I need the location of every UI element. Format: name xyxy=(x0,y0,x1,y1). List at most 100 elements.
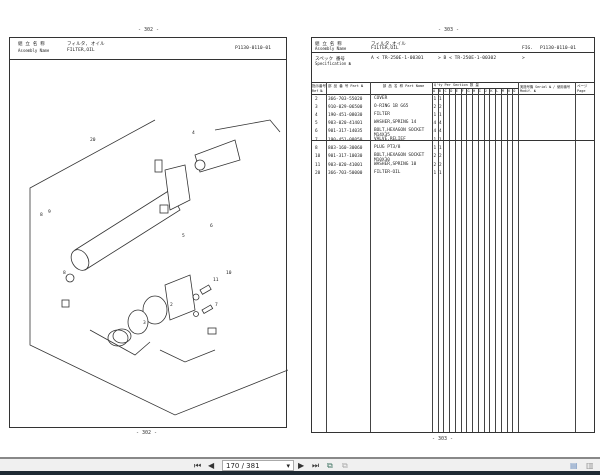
qty-col-C: C xyxy=(444,89,447,93)
qty-col-E: E xyxy=(455,89,459,93)
callout-2: 2 xyxy=(170,303,173,308)
ref-number: 10 xyxy=(315,154,321,159)
dropdown-icon[interactable]: ▾ xyxy=(286,462,290,470)
qty-col-F: F xyxy=(461,89,464,93)
table-row: 4 190-451-08030 FILTER 1 1 xyxy=(311,111,594,121)
callout-6: 6 xyxy=(210,224,213,229)
qty-col-A: A xyxy=(433,89,436,93)
assembly-name-jp: フィルタ,オイル xyxy=(371,42,406,47)
ref-number: 20 xyxy=(315,171,321,176)
page-number-value: 170 / 381 xyxy=(226,462,260,470)
part-name: FILTER-OIL xyxy=(374,170,401,175)
part-name: PLUG PT3/8 xyxy=(374,145,401,150)
qty-col-O: O xyxy=(513,89,516,93)
fig-label: FIG. xyxy=(522,46,534,51)
qty-col-L: L xyxy=(496,89,499,93)
qty-col-I: I xyxy=(478,89,481,93)
part-name: COVER xyxy=(374,96,388,101)
part-name: O-RING 1B G65 xyxy=(374,104,409,109)
last-page-icon[interactable]: ⏭ xyxy=(312,461,320,470)
table-row: 6 901-317-14035 BOLT,HEXAGON SOCKET M14X… xyxy=(311,127,594,137)
qty-a: 1 xyxy=(433,146,437,151)
qty-b: 1 xyxy=(439,97,442,102)
assembly-name: FILTER,OIL xyxy=(67,48,95,53)
qty-col-B: B xyxy=(438,89,441,93)
callout-11: 11 xyxy=(213,278,219,283)
callout-7: 7 xyxy=(215,303,218,308)
callout-3: 3 xyxy=(143,321,146,326)
qty-a: 4 xyxy=(433,121,437,126)
left-page: 組 立 名 称 Assembly Name フィルタ, オイル FILTER,O… xyxy=(9,37,288,428)
qty-a: 2 xyxy=(433,105,437,110)
callout-5: 5 xyxy=(182,234,185,239)
page-number-bottom-right: - 303 - xyxy=(432,436,454,442)
part-number: 901-317-14035 xyxy=(328,129,363,134)
qty-a: 1 xyxy=(433,171,437,176)
part-number: 903-020-41001 xyxy=(328,163,363,168)
table-row: 5 903-020-41401 WASHER,SPRING 14 4 4 xyxy=(311,119,594,129)
page-number-top-right: - 303 - xyxy=(438,27,460,33)
single-page-view-icon[interactable]: ▤ xyxy=(570,461,578,470)
assembly-name: FILTER,OIL xyxy=(371,46,399,51)
table-row: 10 901-317-10030 BOLT,HEXAGON SOCKET M10… xyxy=(311,152,594,162)
part-number: 803-160-30060 xyxy=(328,146,363,151)
ref-number: 11 xyxy=(315,163,321,168)
part-number: 903-020-41401 xyxy=(328,121,363,126)
next-page-icon[interactable]: ▶ xyxy=(298,461,305,470)
part-name: BOLT,HEXAGON SOCKET M10X30 xyxy=(374,153,425,163)
page-number-input[interactable]: 170 / 381 ▾ xyxy=(222,460,294,471)
spec-label-jp: スペック 番号 xyxy=(315,57,346,62)
qty-a: 2 xyxy=(433,163,437,168)
part-name: VALVE,RELIEF xyxy=(374,137,406,142)
table-row: 3 910-029-06500 O-RING 1B G65 2 2 xyxy=(311,103,594,113)
first-page-icon[interactable]: ⏮ xyxy=(194,461,202,470)
callout-20: 20 xyxy=(90,138,96,143)
qty-col-D: D xyxy=(450,89,453,93)
qty-b: 4 xyxy=(439,129,442,134)
table-row: 8 803-160-30060 PLUG PT3/8 1 1 xyxy=(311,144,594,154)
qty-col-J: J xyxy=(484,89,487,93)
qty-b: 4 xyxy=(439,121,442,126)
figure-number: P1130-0110-01 xyxy=(540,46,576,51)
qty-b: 2 xyxy=(439,154,442,159)
qty-col-G: G xyxy=(467,89,470,93)
part-number: 366-703-55020 xyxy=(328,97,363,102)
qty-b: 1 xyxy=(439,146,442,151)
assembly-label-jp: 組 立 名 称 xyxy=(18,42,45,47)
ref-number: 5 xyxy=(315,121,318,126)
header-part-name: 部 品 名 称 Part Name xyxy=(382,84,425,88)
two-page-view-icon[interactable]: ▥ xyxy=(586,461,594,470)
prev-page-icon[interactable]: ◀ xyxy=(208,461,215,470)
spec-b: > B < TR-250E-1-00302 xyxy=(438,56,497,61)
ref-number: 6 xyxy=(315,129,318,134)
copy-icon[interactable]: ⧉ xyxy=(327,461,333,470)
part-number: 901-317-10030 xyxy=(328,154,363,159)
qty-a: 1 xyxy=(433,113,437,118)
ref-number: 3 xyxy=(315,105,318,110)
spec-end: > xyxy=(522,56,525,61)
part-name: BOLT,HEXAGON SOCKET M14X35 xyxy=(374,128,425,138)
spec-label-en: Specification № xyxy=(315,61,352,66)
assembly-label-en: Assembly Name xyxy=(18,48,50,53)
exploded-parts-diagram xyxy=(29,119,288,416)
qty-a: 1 xyxy=(433,97,437,102)
qty-col-N: N xyxy=(507,89,510,93)
paste-icon[interactable]: ⧉ xyxy=(342,461,348,470)
page-number-bottom: - 302 - xyxy=(136,430,158,436)
part-name: FILTER xyxy=(374,112,390,117)
qty-b: 1 xyxy=(439,171,442,176)
part-number: 190-451-08030 xyxy=(328,113,363,118)
ref-number: 2 xyxy=(315,97,318,102)
qty-col-H: H xyxy=(473,89,476,93)
pdf-navigation-toolbar: ⏮ ◀ 170 / 381 ▾ ▶ ⏭ ⧉ ⧉ ▤ ▥ xyxy=(0,457,600,471)
parts-table: 指示番号 Ref № 部 品 番 号 Part № 部 品 名 称 Part N… xyxy=(311,82,594,432)
callout-4: 4 xyxy=(192,131,195,136)
figure-number: P1130-0110-01 xyxy=(235,46,271,51)
header-page: ページ Page xyxy=(577,84,588,93)
assembly-name-jp: フィルタ, オイル xyxy=(67,42,105,47)
part-name: WASHER,SPRING 10 xyxy=(374,162,417,167)
table-row: 2 366-703-55020 COVER 1 1 xyxy=(311,95,594,105)
right-page: 組 立 名 称 Assembly Name フィルタ,オイル FILTER,OI… xyxy=(311,37,595,433)
page-number-top: - 302 - xyxy=(138,27,160,33)
ref-number: 4 xyxy=(315,113,318,118)
